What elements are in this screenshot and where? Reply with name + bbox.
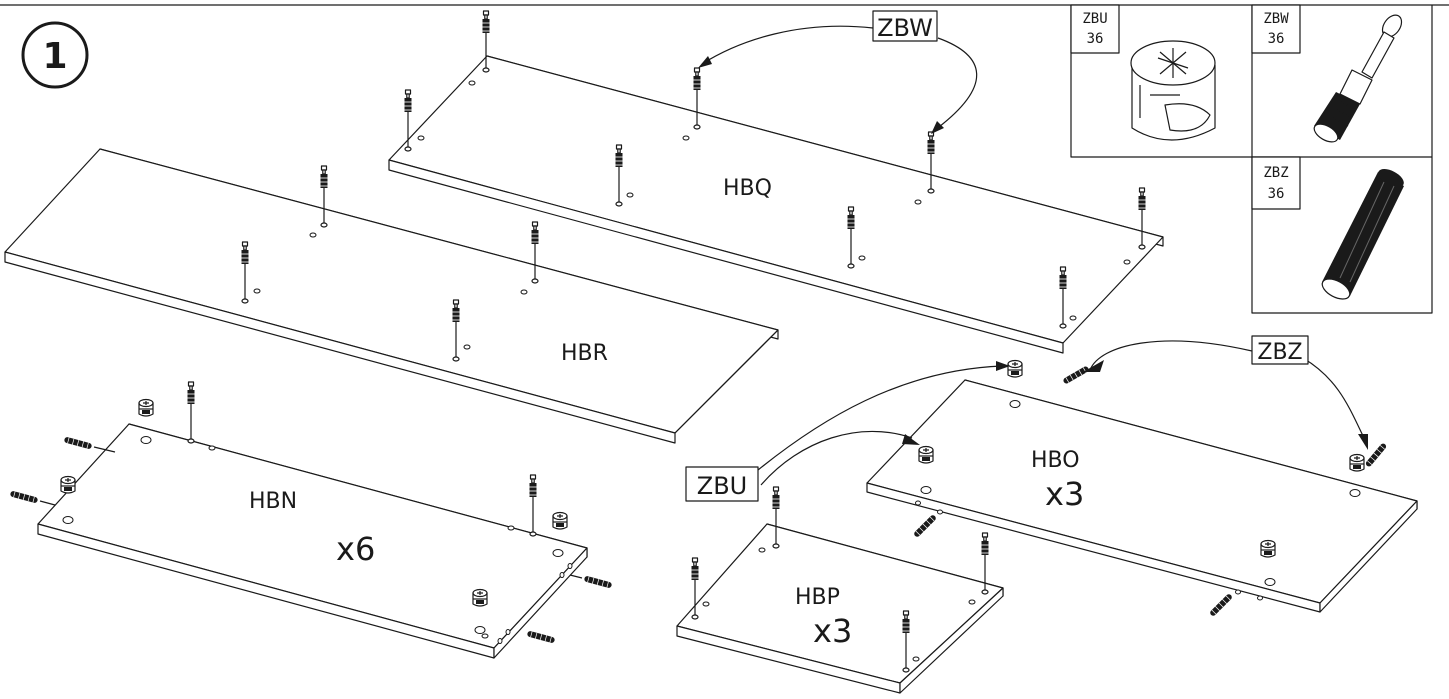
cam-holes xyxy=(62,400,1361,634)
panel-hbn-qty: x6 xyxy=(336,530,375,568)
step-number: 1 xyxy=(42,36,67,77)
callout-zbz: ZBZ xyxy=(1251,335,1309,365)
callout-zbu: ZBU xyxy=(685,466,759,502)
callout-zbw: ZBW xyxy=(872,10,938,42)
panel-hbp-label: HBP xyxy=(795,585,840,610)
drill-holes xyxy=(208,80,1263,662)
callout-zbz-text: ZBZ xyxy=(1257,340,1302,365)
cam-lock-icon xyxy=(1130,40,1216,141)
panel-hbo xyxy=(866,379,1418,613)
part-zbw-code: ZBW xyxy=(1263,11,1289,27)
part-zbz-code: ZBZ xyxy=(1263,165,1288,181)
part-zbu-code: ZBU xyxy=(1082,11,1107,27)
panel-hbo-label: HBO xyxy=(1031,448,1080,473)
dowel-guide-lines xyxy=(39,446,583,579)
callout-zbu-text: ZBU xyxy=(697,472,747,500)
panel-hbn xyxy=(37,423,588,659)
panel-hbn-label: HBN xyxy=(249,489,297,514)
cam-bolt-icon xyxy=(1313,14,1403,143)
panel-hbq-label: HBQ xyxy=(723,176,772,201)
part-zbu: ZBU 36 xyxy=(1070,4,1216,141)
part-zbw-qty: 36 xyxy=(1268,31,1285,47)
panel-hbp xyxy=(676,523,1004,694)
callout-arrows xyxy=(698,25,1368,486)
panel-hbo-qty: x3 xyxy=(1045,475,1084,513)
panel-hbr-label: HBR xyxy=(561,341,608,366)
part-zbw: ZBW 36 xyxy=(1251,4,1403,143)
panel-hbp-qty: x3 xyxy=(813,612,852,650)
part-zbu-qty: 36 xyxy=(1087,31,1104,47)
step-number-badge: 1 xyxy=(21,21,89,89)
panel-hbq xyxy=(388,55,1164,354)
callout-zbw-text: ZBW xyxy=(877,14,933,42)
wood-dowel-icon xyxy=(1321,168,1404,300)
part-zbz: ZBZ 36 xyxy=(1251,156,1404,300)
part-zbz-qty: 36 xyxy=(1268,186,1285,202)
panel-hbr xyxy=(4,148,779,444)
parts-inventory: ZBU 36 ZBW 36 xyxy=(1070,4,1433,314)
